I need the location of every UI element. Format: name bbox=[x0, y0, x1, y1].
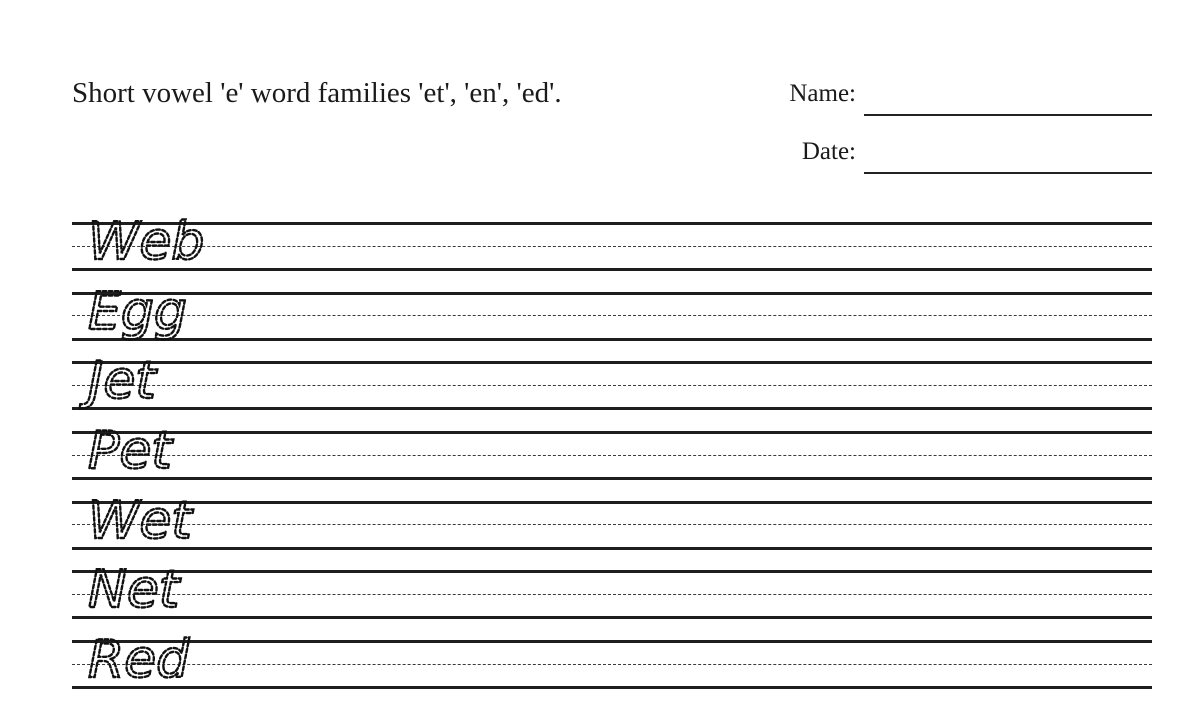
trace-word: Web bbox=[87, 211, 288, 273]
trace-word-text: Web bbox=[88, 212, 204, 272]
practice-row[interactable]: Web bbox=[72, 211, 1152, 292]
top-guide-line bbox=[72, 640, 1152, 644]
top-guide-line bbox=[72, 500, 1152, 504]
dashed-midline bbox=[72, 245, 1152, 247]
baseline bbox=[72, 616, 1152, 620]
trace-word: Egg bbox=[87, 280, 288, 342]
dashed-midline bbox=[72, 524, 1152, 526]
practice-rows: Web Egg Jet Pet bbox=[72, 211, 1152, 710]
dashed-midline bbox=[72, 454, 1152, 456]
practice-row[interactable]: Jet bbox=[72, 350, 1152, 431]
top-guide-line bbox=[72, 291, 1152, 295]
name-blank-line[interactable] bbox=[864, 114, 1152, 116]
trace-word-text: Net bbox=[88, 560, 181, 620]
date-label: Date: bbox=[801, 138, 856, 165]
top-guide-line bbox=[72, 570, 1152, 574]
name-label: Name: bbox=[789, 80, 856, 107]
baseline bbox=[72, 477, 1152, 481]
trace-word: Jet bbox=[78, 350, 288, 412]
dashed-midline bbox=[72, 315, 1152, 317]
trace-word-text: Pet bbox=[88, 421, 173, 481]
dashed-midline bbox=[72, 384, 1152, 386]
practice-row[interactable]: Net bbox=[72, 559, 1152, 640]
worksheet-title: Short vowel 'e' word families 'et', 'en'… bbox=[72, 77, 562, 109]
baseline bbox=[72, 407, 1152, 411]
baseline bbox=[72, 546, 1152, 550]
name-field: Name: bbox=[789, 80, 1152, 116]
trace-word: Net bbox=[87, 559, 288, 621]
trace-word-text: Red bbox=[88, 630, 190, 690]
top-guide-line bbox=[72, 222, 1152, 225]
date-field: Date: bbox=[801, 138, 1152, 174]
dashed-midline bbox=[72, 663, 1152, 665]
dashed-midline bbox=[72, 593, 1152, 595]
trace-word-text: Egg bbox=[88, 282, 187, 342]
baseline bbox=[72, 337, 1152, 341]
trace-word: Pet bbox=[87, 420, 288, 482]
date-blank-line[interactable] bbox=[864, 172, 1152, 174]
trace-word: Wet bbox=[87, 490, 288, 552]
trace-word-text: Wet bbox=[88, 491, 193, 551]
practice-row[interactable]: Pet bbox=[72, 420, 1152, 501]
baseline bbox=[72, 268, 1152, 271]
trace-word: Red bbox=[87, 629, 288, 691]
top-guide-line bbox=[72, 361, 1152, 365]
top-guide-line bbox=[72, 431, 1152, 435]
practice-row[interactable]: Egg bbox=[72, 280, 1152, 362]
trace-word-text: Jet bbox=[79, 351, 157, 411]
practice-row[interactable]: Wet bbox=[72, 490, 1152, 571]
